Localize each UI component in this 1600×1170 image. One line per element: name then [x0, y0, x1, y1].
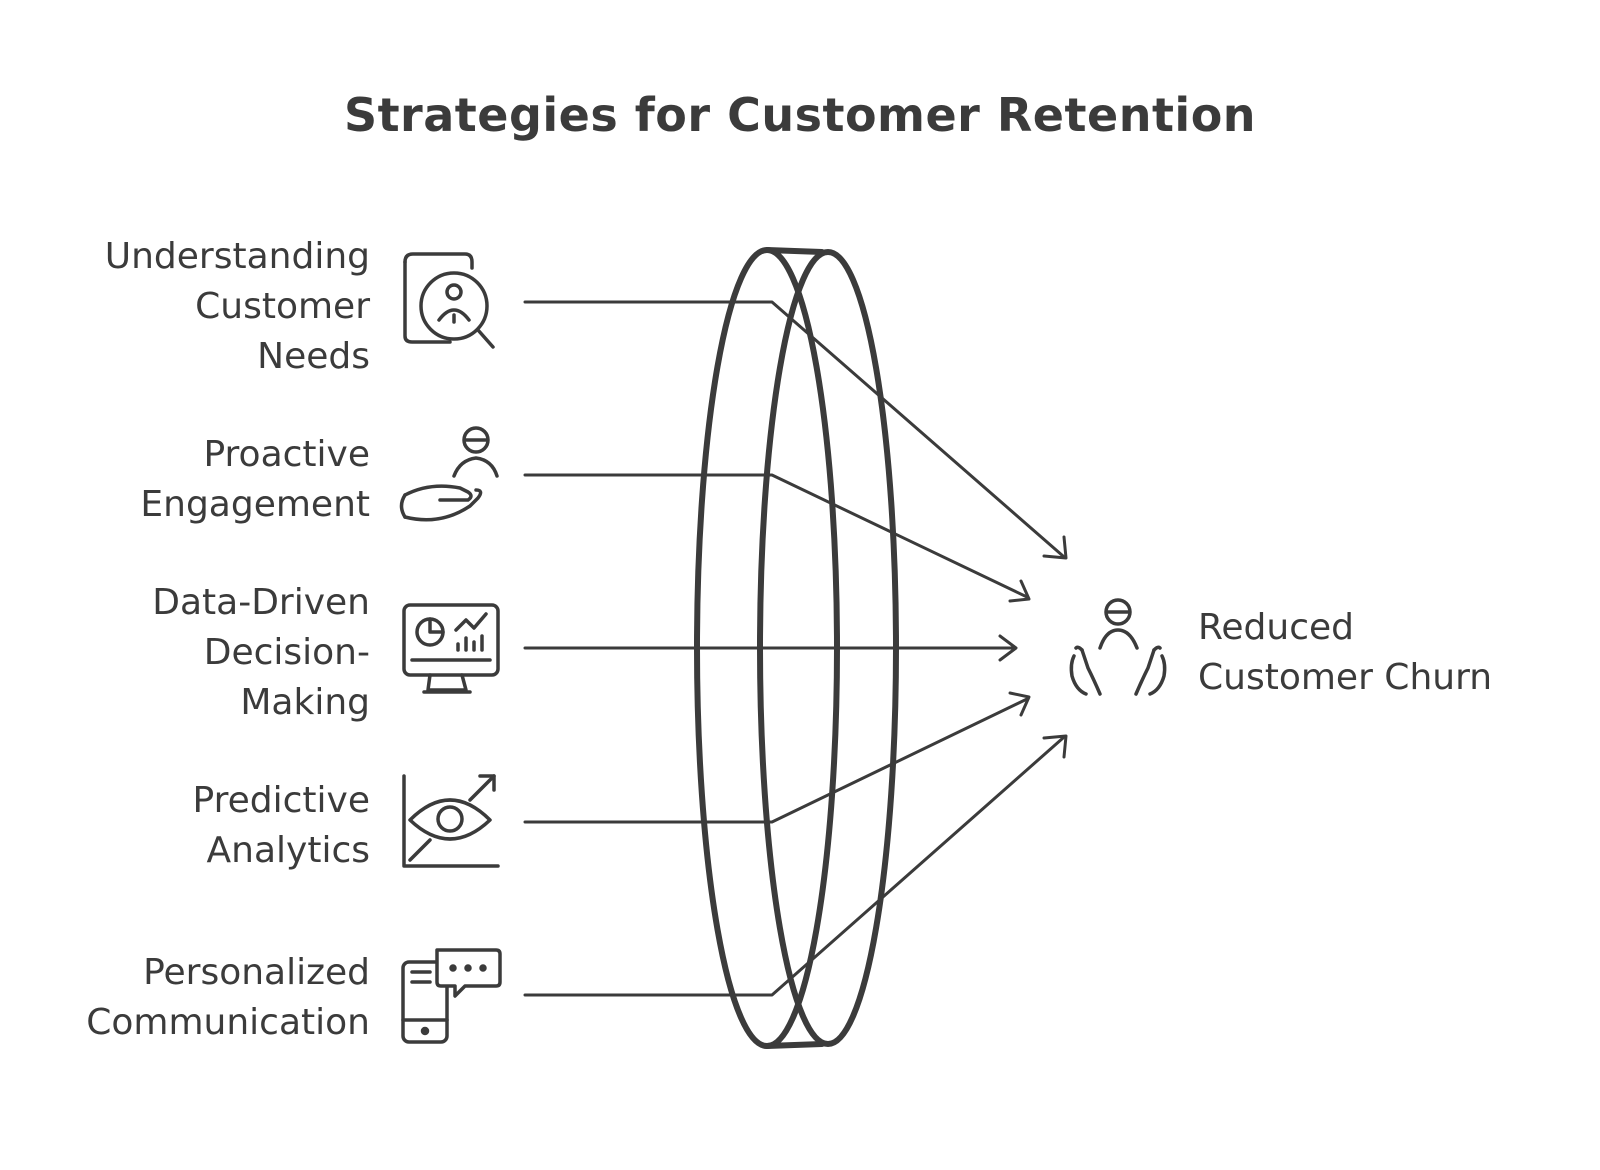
input-label-line: Making	[240, 682, 370, 723]
connector-data-driven	[523, 634, 1018, 662]
person-hands-icon	[1069, 598, 1167, 696]
input-label-line: Needs	[257, 336, 370, 377]
connector-understanding	[523, 300, 1068, 560]
input-label-line: Analytics	[206, 830, 370, 871]
input-label-predictive: Predictive Analytics	[60, 776, 370, 876]
input-label-line: Data-Driven	[152, 582, 370, 623]
input-label-line: Personalized	[143, 952, 370, 993]
input-label-line: Communication	[86, 1002, 370, 1043]
connector-personalized	[523, 734, 1068, 997]
outcome-label: Reduced Customer Churn	[1198, 603, 1492, 703]
connector-proactive	[523, 473, 1031, 603]
input-label-line: Proactive	[203, 434, 370, 475]
phone-chat-icon	[401, 948, 502, 1044]
outcome-label-line: Customer Churn	[1198, 657, 1493, 698]
input-label-line: Predictive	[192, 780, 370, 821]
input-label-personalized: Personalized Communication	[40, 948, 370, 1048]
hand-person-icon	[399, 426, 499, 522]
monitor-chart-icon	[402, 603, 500, 694]
input-label-data-driven: Data-Driven Decision- Making	[60, 578, 370, 728]
customer-search-icon	[403, 252, 495, 349]
connector-predictive	[523, 691, 1031, 824]
outcome-label-line: Reduced	[1198, 607, 1355, 648]
input-label-line: Customer	[195, 286, 370, 327]
input-label-understanding: Understanding Customer Needs	[60, 232, 370, 382]
input-label-line: Engagement	[140, 484, 370, 525]
diagram-title: Strategies for Customer Retention	[343, 88, 1257, 142]
input-label-proactive: Proactive Engagement	[60, 430, 370, 530]
eye-chart-icon	[402, 774, 500, 868]
input-label-line: Decision-	[203, 632, 370, 673]
input-label-line: Understanding	[104, 236, 370, 277]
